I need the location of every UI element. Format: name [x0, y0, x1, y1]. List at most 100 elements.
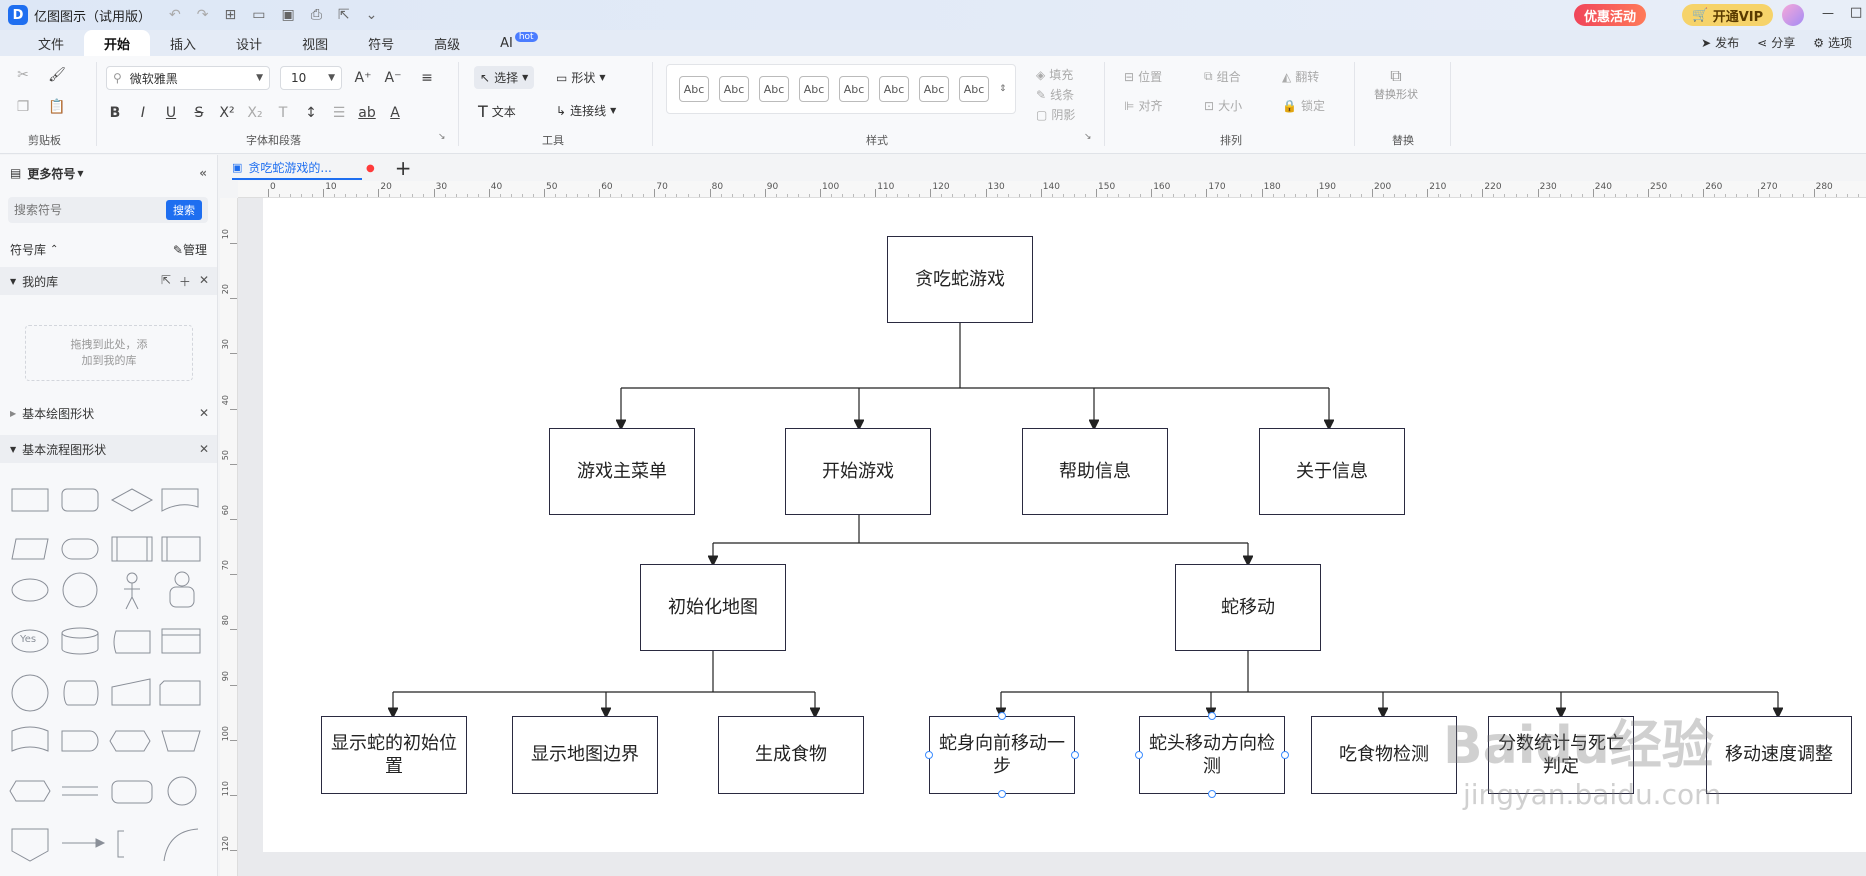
font-size-select[interactable]: 10 ▼ — [280, 66, 342, 90]
subscript-icon[interactable]: X₂ — [247, 105, 263, 121]
my-library-drop-zone[interactable]: 拖拽到此处，添 加到我的库 — [25, 325, 193, 381]
tab-insert[interactable]: 插入 — [170, 37, 197, 53]
bold-icon[interactable]: B — [109, 105, 121, 121]
paste-icon[interactable]: 📋 — [48, 99, 66, 115]
node-level2[interactable]: 蛇移动 — [1175, 564, 1321, 651]
group-button[interactable]: ⧉组合 — [1204, 69, 1241, 84]
gallery-scroll-icon[interactable]: ⇕ — [999, 84, 1007, 94]
node-level3[interactable]: 显示地图边界 — [512, 716, 658, 794]
select-tool-button[interactable]: ↖选择▼ — [474, 66, 535, 89]
selection-handle[interactable] — [1208, 712, 1216, 720]
format-painter-icon[interactable]: 🖌 — [48, 67, 66, 83]
style-swatch[interactable]: Abc — [879, 76, 909, 102]
selection-handle[interactable] — [1071, 751, 1079, 759]
selection-handle[interactable] — [998, 790, 1006, 798]
flip-button[interactable]: ◭翻转 — [1282, 69, 1320, 85]
style-swatch[interactable]: Abc — [679, 76, 709, 102]
undo-icon[interactable]: ↶ — [169, 7, 181, 23]
size-button[interactable]: ⊡大小 — [1204, 98, 1243, 114]
underline-icon[interactable]: U — [165, 105, 177, 121]
document-tab[interactable]: ▣ 贪吃蛇游戏的... — [232, 156, 362, 180]
node-level3[interactable]: 吃食物检测 — [1311, 716, 1457, 794]
selection-handle[interactable] — [1208, 790, 1216, 798]
node-level3[interactable]: 移动速度调整 — [1706, 716, 1852, 794]
options-button[interactable]: ⚙选项 — [1813, 35, 1852, 51]
text-case-icon[interactable]: T — [278, 105, 288, 121]
basic-drawing-header[interactable]: ▶基本绘图形状 ✕ — [10, 406, 209, 421]
manage-button[interactable]: ✎管理 — [172, 242, 207, 257]
shape-tool-button[interactable]: ▭形状▼ — [556, 70, 606, 86]
my-library-header[interactable]: ▼我的库 ⇱ ＋ ✕ — [0, 267, 217, 295]
customize-chevron-icon[interactable]: ⌄ — [365, 7, 378, 23]
increase-font-icon[interactable]: A⁺ — [354, 70, 372, 86]
superscript-icon[interactable]: X² — [219, 105, 235, 121]
close-icon[interactable]: ✕ — [198, 406, 209, 420]
connector-tool-button[interactable]: ↳连接线▼ — [556, 103, 617, 119]
text-highlight-icon[interactable]: ab — [358, 105, 376, 121]
tab-file[interactable]: 文件 — [38, 37, 65, 53]
collapse-panel-icon[interactable]: « — [199, 166, 207, 180]
tab-design[interactable]: 设计 — [236, 37, 263, 53]
node-level2[interactable]: 初始化地图 — [640, 564, 786, 651]
selection-handle[interactable] — [998, 712, 1006, 720]
save-icon[interactable]: ▣ — [281, 7, 295, 23]
style-swatch[interactable]: Abc — [759, 76, 789, 102]
publish-button[interactable]: ➤发布 — [1701, 35, 1740, 51]
node-level1[interactable]: 关于信息 — [1259, 428, 1405, 515]
node-root[interactable]: 贪吃蛇游戏 — [887, 236, 1033, 323]
strikethrough-icon[interactable]: S — [194, 105, 204, 121]
cut-icon[interactable]: ✂ — [17, 67, 29, 83]
search-button[interactable]: 搜索 — [166, 200, 202, 220]
open-folder-icon[interactable]: ▭ — [252, 7, 266, 23]
add-tab-button[interactable]: + — [394, 156, 412, 180]
line-button[interactable]: ✎线条 — [1036, 87, 1075, 103]
copy-icon[interactable]: ❐ — [16, 99, 30, 115]
symbol-library-toggle[interactable]: 符号库 — [10, 242, 47, 257]
style-swatch[interactable]: Abc — [919, 76, 949, 102]
selection-handle[interactable] — [925, 751, 933, 759]
style-gallery[interactable]: Abc Abc Abc Abc Abc Abc Abc Abc ⇕ — [666, 64, 1016, 114]
new-file-icon[interactable]: ⊞ — [224, 7, 237, 23]
style-swatch[interactable]: Abc — [839, 76, 869, 102]
flowchart-shapes[interactable] — [0, 475, 217, 875]
fill-button[interactable]: ◈填充 — [1036, 67, 1074, 83]
node-level3-selected[interactable]: 蛇头移动方向检测 — [1139, 716, 1285, 794]
node-level3[interactable]: 生成食物 — [718, 716, 864, 794]
import-icon[interactable]: ⇱ — [160, 272, 171, 287]
more-symbols-button[interactable]: ▤更多符号▼ « — [10, 166, 207, 181]
style-swatch[interactable]: Abc — [959, 76, 989, 102]
node-level3[interactable]: 分数统计与死亡判定 — [1488, 716, 1634, 794]
add-icon[interactable]: ＋ — [178, 274, 191, 289]
drawing-page[interactable]: 贪吃蛇游戏 游戏主菜单 开始游戏 帮助信息 关于信息 初始化地图 蛇移动 显示蛇… — [263, 198, 1866, 852]
redo-icon[interactable]: ↷ — [196, 7, 209, 23]
lock-button[interactable]: 🔒锁定 — [1282, 98, 1325, 114]
promo-button[interactable]: 优惠活动 — [1574, 4, 1647, 26]
replace-shape-button[interactable]: ⧉ 替换形状 — [1374, 66, 1418, 101]
selection-handle[interactable] — [1135, 751, 1143, 759]
avatar[interactable] — [1782, 4, 1804, 26]
bullet-list-icon[interactable]: ☰ — [332, 105, 346, 121]
align-button[interactable]: ⊫对齐 — [1124, 98, 1163, 114]
decrease-font-icon[interactable]: A⁻ — [384, 70, 402, 86]
symbol-search-input[interactable] — [14, 201, 154, 219]
node-level3[interactable]: 显示蛇的初始位置 — [321, 716, 467, 794]
font-family-select[interactable]: ⚲ 微软雅黑 ▼ — [106, 66, 270, 90]
tab-symbols[interactable]: 符号 — [368, 37, 395, 53]
vip-button[interactable]: 🛒 开通VIP — [1682, 4, 1774, 26]
node-level3-selected[interactable]: 蛇身向前移动一步 — [929, 716, 1075, 794]
node-level1[interactable]: 帮助信息 — [1022, 428, 1168, 515]
tab-view[interactable]: 视图 — [302, 37, 329, 53]
position-button[interactable]: ⊟位置 — [1124, 69, 1163, 85]
close-icon[interactable]: ✕ — [198, 442, 209, 456]
align-icon[interactable]: ≡ — [421, 70, 433, 86]
expand-dialog-icon[interactable]: ↘ — [1084, 132, 1092, 142]
node-level1[interactable]: 开始游戏 — [785, 428, 931, 515]
export-icon[interactable]: ⇱ — [337, 7, 350, 23]
basic-flowchart-header[interactable]: ▼基本流程图形状 ✕ — [0, 435, 217, 463]
tab-advanced[interactable]: 高级 — [434, 37, 461, 53]
minimize-button[interactable]: — — [1822, 6, 1834, 20]
font-color-icon[interactable]: A — [390, 105, 400, 121]
maximize-button[interactable]: □ — [1850, 5, 1863, 20]
